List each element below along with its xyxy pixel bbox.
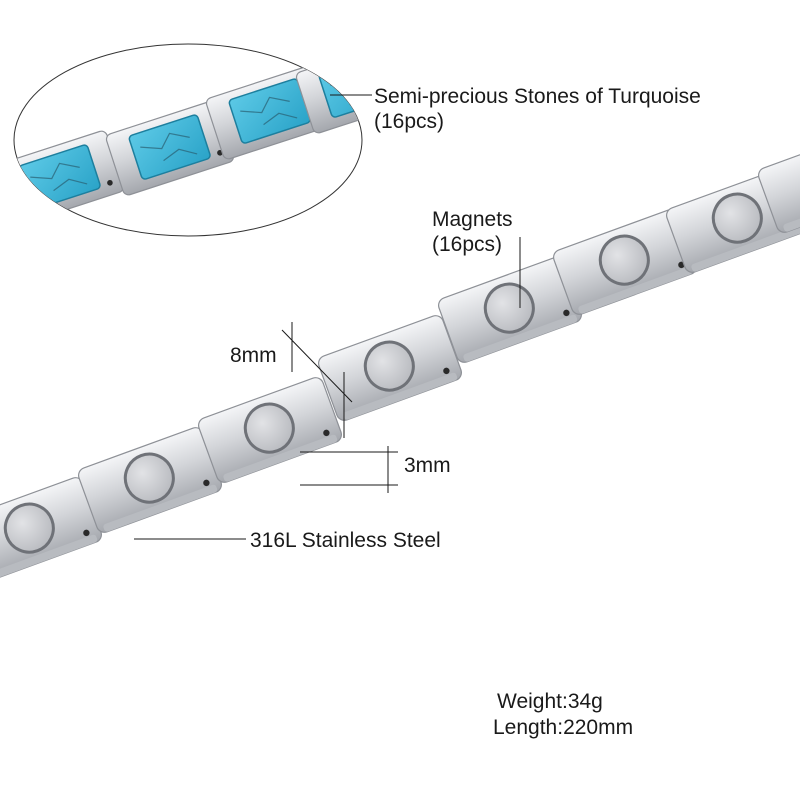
thickness-dimension-label: 3mm xyxy=(404,454,451,477)
bracelet-link xyxy=(78,427,222,533)
turquoise-callout-label: Semi-precious Stones of Turquoise xyxy=(374,85,701,108)
turquoise-inset xyxy=(13,43,363,237)
turquoise-count-label: (16pcs) xyxy=(374,110,445,133)
bracelet-link xyxy=(198,377,342,483)
callout-lines xyxy=(134,94,521,540)
magnets-callout-label: Magnets xyxy=(432,208,513,231)
magnets-count-label: (16pcs) xyxy=(432,233,503,256)
bracelet-link xyxy=(318,315,462,421)
material-callout-label: 316L Stainless Steel xyxy=(250,529,441,552)
width-dimension-label: 8mm xyxy=(230,344,277,367)
bracelet-link xyxy=(438,257,582,363)
length-spec: Length:220mm xyxy=(493,716,634,739)
turquoise-link xyxy=(105,100,235,196)
bracelet-link xyxy=(758,127,800,233)
bracelet-chain xyxy=(0,127,800,583)
bracelet-link xyxy=(0,477,102,583)
weight-spec: Weight:34g xyxy=(497,690,603,713)
